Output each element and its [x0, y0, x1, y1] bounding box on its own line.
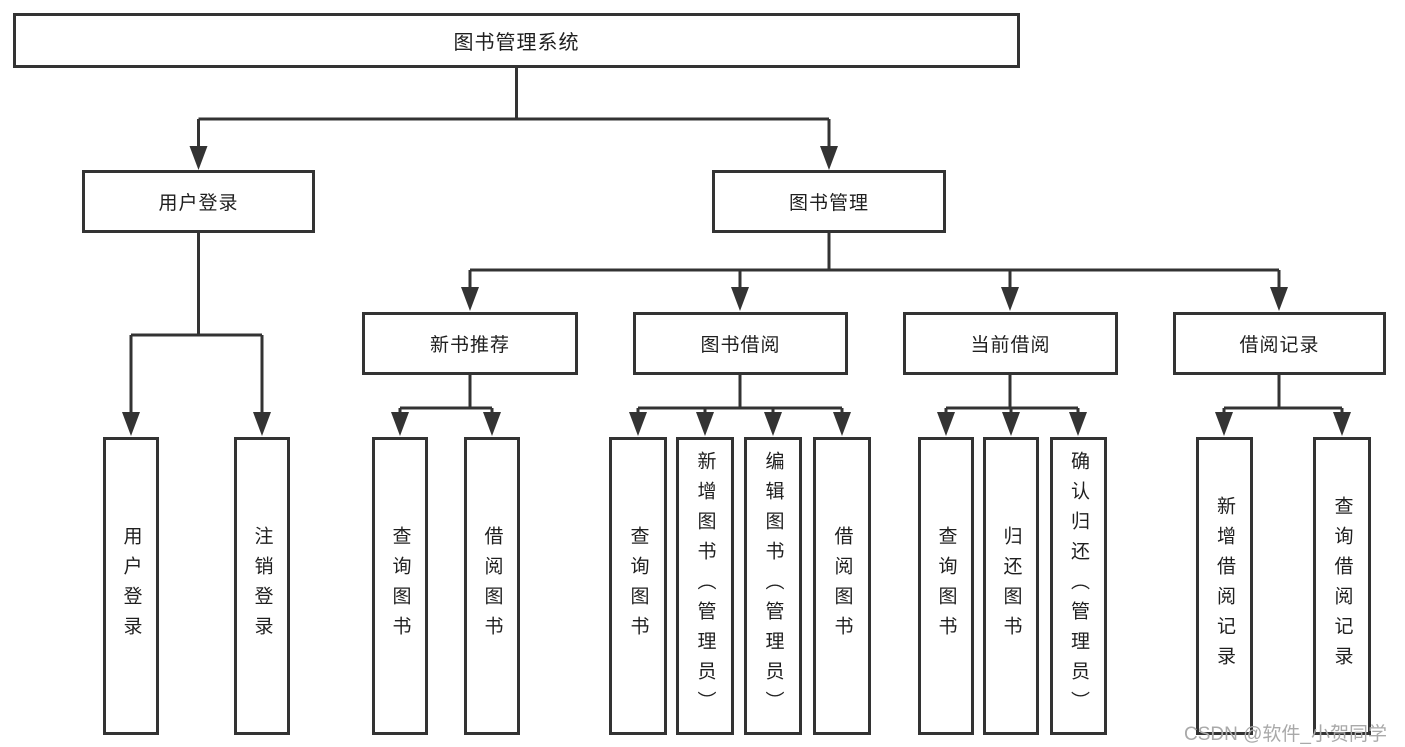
leaf-query-books-borrow: 查询图书 [609, 437, 667, 735]
node-label: 借阅图书 [481, 526, 503, 646]
node-label: 图书管理系统 [453, 32, 580, 54]
node-label: 查询图书 [935, 526, 957, 646]
node-book-management: 图书管理 [712, 170, 946, 233]
leaf-edit-books-admin: 编辑图书（管理员） [744, 437, 802, 735]
node-label: 图书管理 [788, 193, 869, 214]
node-label: 确认归还（管理员） [1068, 451, 1089, 721]
leaf-return-books: 归还图书 [983, 437, 1039, 735]
node-current-borrow: 当前借阅 [903, 312, 1118, 375]
csdn-watermark: CSDN @软件_小贺同学 [1184, 724, 1387, 745]
node-label: 编辑图书（管理员） [762, 451, 784, 721]
node-root-library-system: 图书管理系统 [13, 13, 1020, 68]
node-label: 归还图书 [1000, 526, 1022, 646]
node-label: 当前借阅 [970, 335, 1051, 356]
node-label: 查询借阅记录 [1331, 496, 1353, 676]
leaf-logout: 注销登录 [234, 437, 290, 735]
node-user-login: 用户登录 [82, 170, 315, 233]
node-borrow-records: 借阅记录 [1173, 312, 1386, 375]
leaf-borrow-books: 借阅图书 [813, 437, 871, 735]
node-label: 借阅图书 [831, 526, 853, 646]
node-label: 新书推荐 [429, 335, 510, 356]
node-label: 查询图书 [389, 526, 411, 646]
node-label: 借阅记录 [1239, 335, 1320, 356]
node-label: 用户登录 [158, 193, 239, 214]
leaf-user-login: 用户登录 [103, 437, 159, 735]
node-label: 新增借阅记录 [1214, 496, 1235, 676]
node-book-borrow: 图书借阅 [633, 312, 848, 375]
node-label: 用户登录 [120, 526, 142, 646]
node-new-book-recommend: 新书推荐 [362, 312, 578, 375]
leaf-confirm-return-admin: 确认归还（管理员） [1050, 437, 1107, 735]
node-label: 注销登录 [251, 526, 273, 646]
leaf-borrow-books-recommend: 借阅图书 [464, 437, 520, 735]
leaf-query-books-current: 查询图书 [918, 437, 974, 735]
leaf-query-books-recommend: 查询图书 [372, 437, 428, 735]
leaf-query-borrow-record: 查询借阅记录 [1313, 437, 1371, 735]
leaf-add-borrow-record: 新增借阅记录 [1196, 437, 1253, 735]
node-label: 新增图书（管理员） [694, 451, 716, 721]
node-label: 查询图书 [627, 526, 649, 646]
node-label: 图书借阅 [700, 335, 781, 356]
leaf-add-books-admin: 新增图书（管理员） [676, 437, 734, 735]
